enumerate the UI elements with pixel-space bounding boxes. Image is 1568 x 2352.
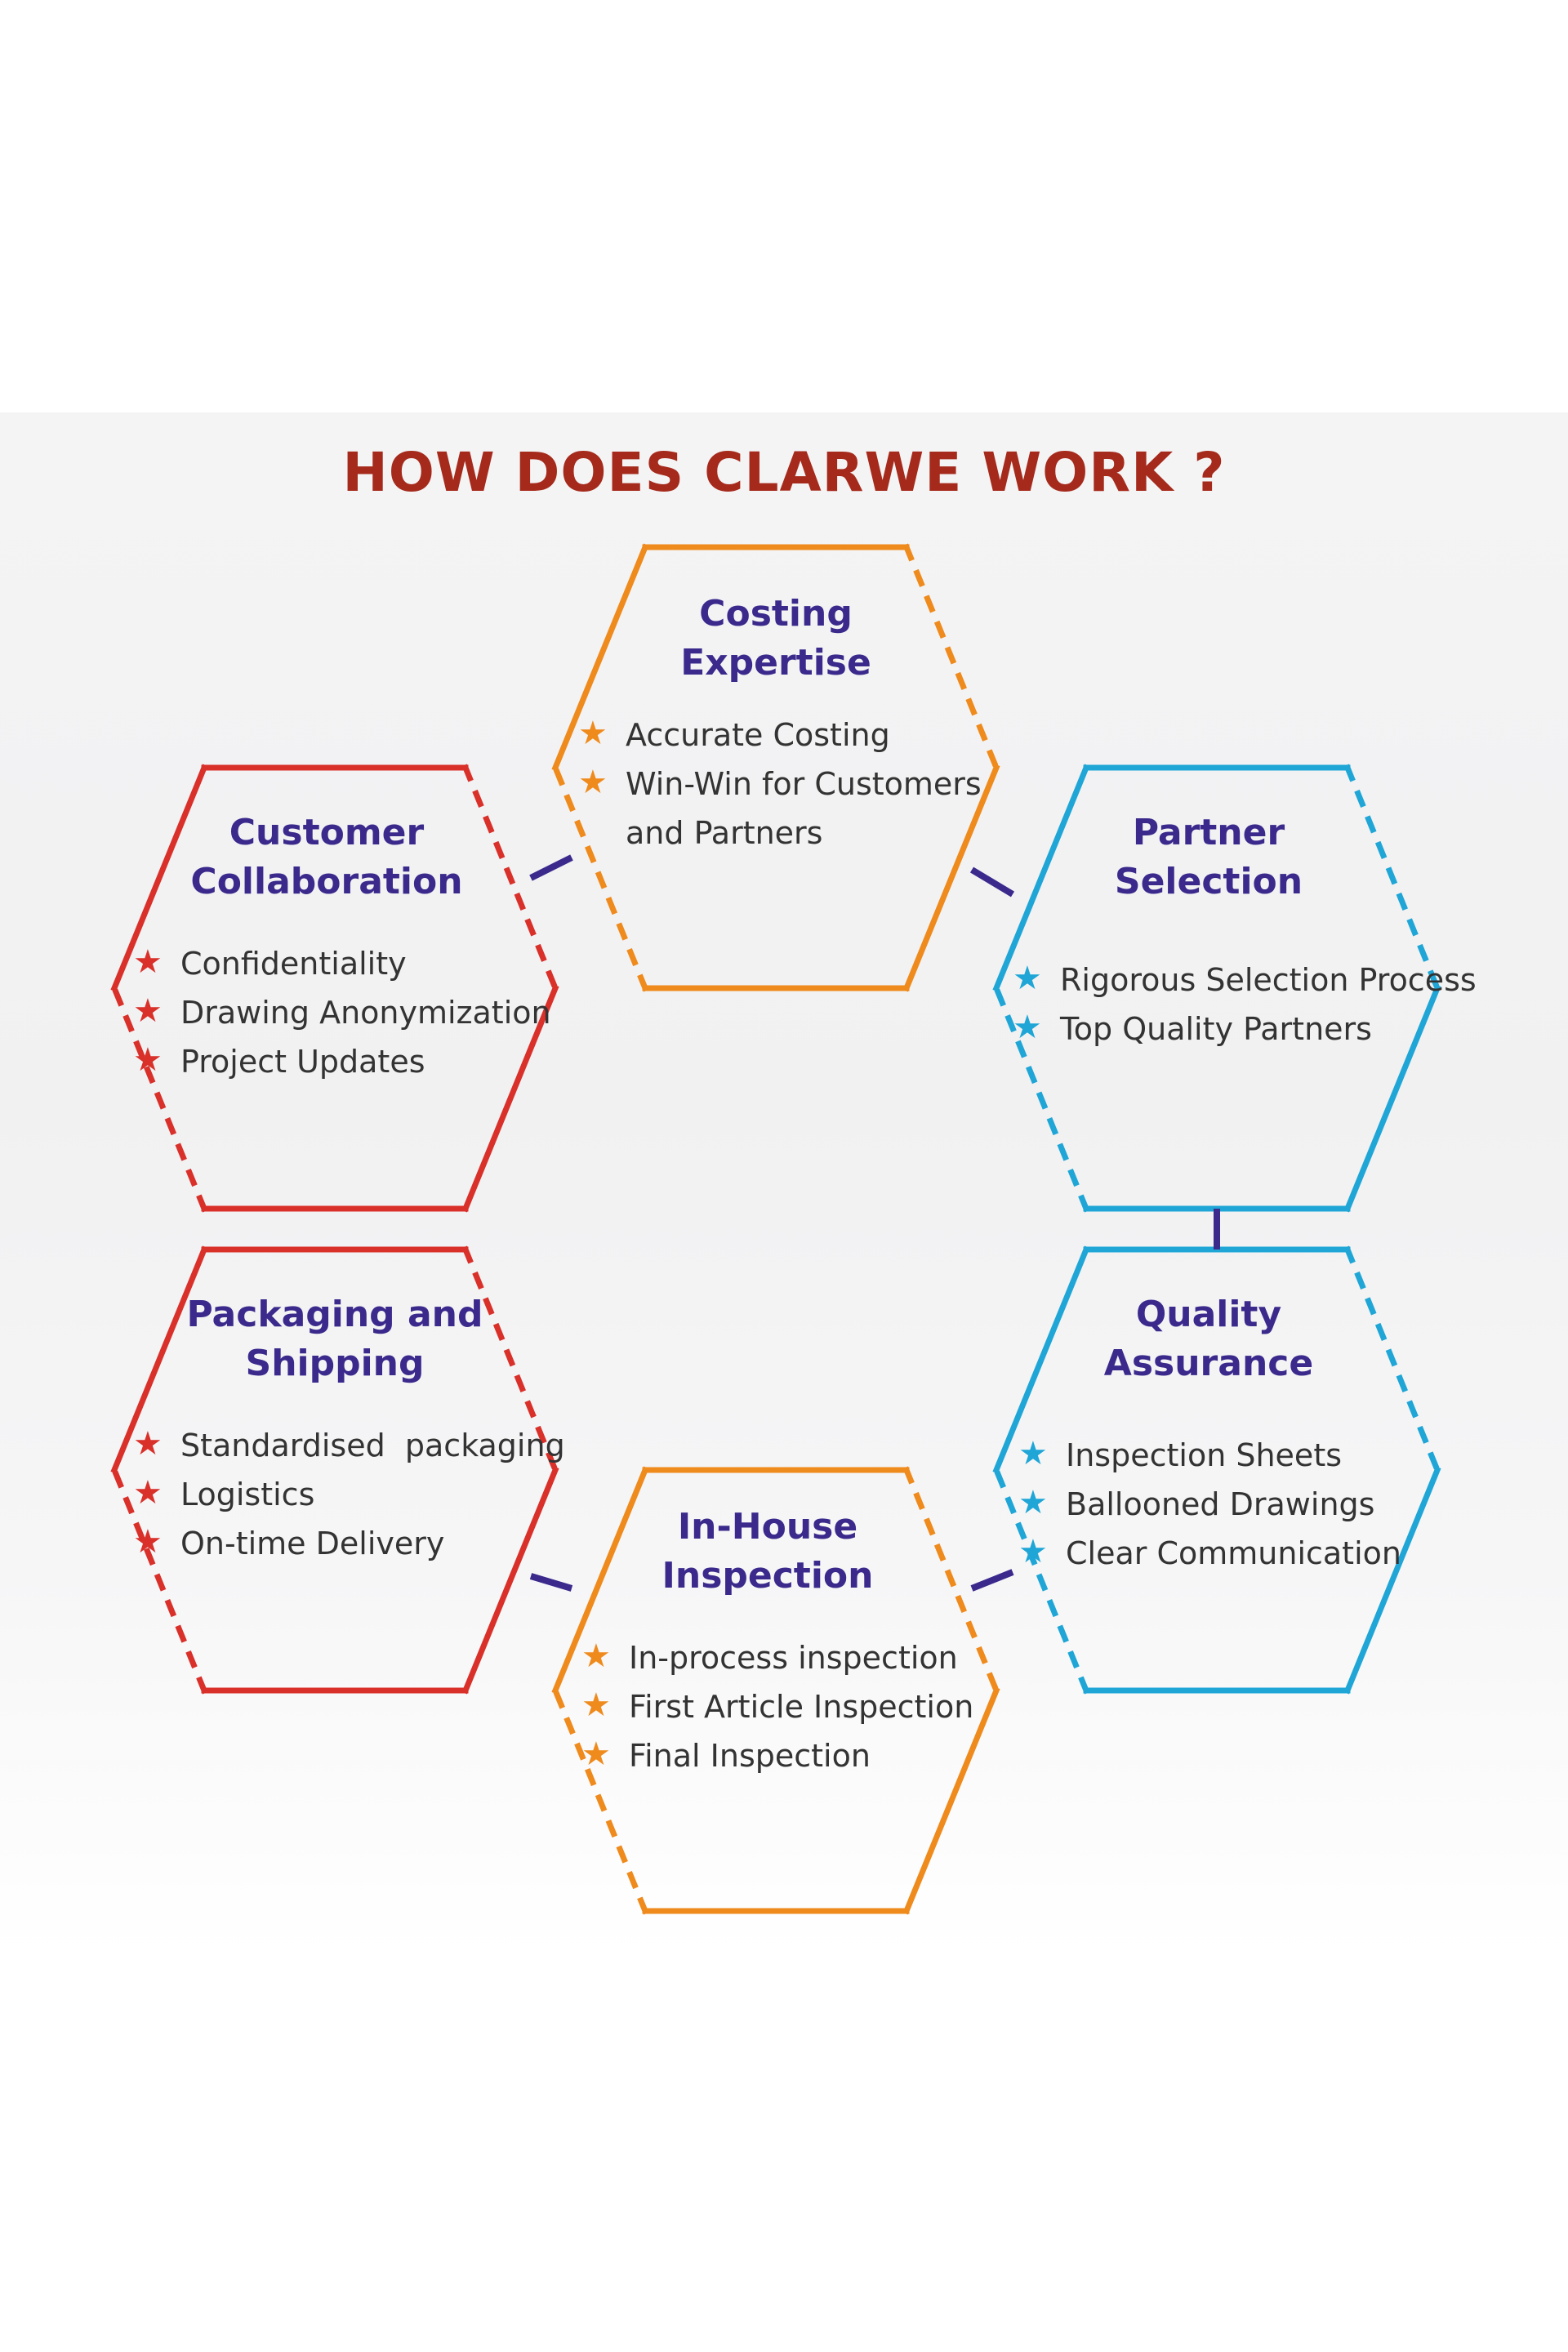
hex-edge-packaging-and-shipping	[110, 1245, 208, 1474]
card-title-packaging-and-shipping: Packaging and Shipping	[186, 1294, 483, 1384]
star-icon: ★	[1018, 1484, 1048, 1521]
hex-edge-partner-selection	[992, 984, 1090, 1213]
star-icon: ★	[133, 1523, 163, 1561]
list-item: ★Ballooned Drawings	[1018, 1480, 1401, 1529]
hex-edge-quality-assurance	[992, 1466, 1090, 1695]
list-item: ★Standardised packaging	[133, 1421, 565, 1470]
star-icon: ★	[133, 1425, 163, 1463]
hex-edge-partner-selection	[1343, 984, 1441, 1213]
hex-edge-costing-expertise	[902, 764, 1000, 992]
list-item: ★Top Quality Partners	[1013, 1004, 1477, 1054]
list-item: ★Inspection Sheets	[1018, 1431, 1401, 1480]
star-icon: ★	[581, 1686, 611, 1724]
star-icon: ★	[1018, 1533, 1048, 1570]
list-item: ★Confidentiality	[133, 939, 551, 988]
list-item: ★On-time Delivery	[133, 1519, 565, 1568]
hex-edge-costing-expertise	[902, 543, 1000, 772]
star-icon: ★	[578, 715, 608, 752]
star-icon: ★	[133, 992, 163, 1030]
hex-edge-in-house-inspection	[902, 1686, 1000, 1915]
hex-edge-quality-assurance	[992, 1245, 1090, 1474]
list-item: ★Logistics	[133, 1470, 565, 1519]
connector-line	[529, 854, 573, 881]
star-icon: ★	[1013, 960, 1042, 997]
hex-edge-quality-assurance	[1343, 1466, 1441, 1695]
card-title-costing-expertise: Costing Expertise	[680, 593, 871, 684]
hex-edge-in-house-inspection	[551, 1466, 649, 1695]
star-icon: ★	[133, 1474, 163, 1512]
background-photo	[0, 412, 1568, 1956]
card-title-partner-selection: Partner Selection	[1114, 812, 1303, 902]
hex-edge-customer-collaboration	[110, 984, 208, 1213]
connector-line	[969, 866, 1015, 898]
hex-edge-packaging-and-shipping	[110, 1466, 208, 1695]
card-title-customer-collaboration: Customer Collaboration	[190, 812, 463, 902]
star-icon: ★	[581, 1735, 611, 1773]
star-icon: ★	[1013, 1009, 1042, 1046]
connector-line	[970, 1569, 1014, 1592]
hex-edge-in-house-inspection	[551, 1686, 649, 1915]
list-item: ★In-process inspection	[581, 1633, 973, 1682]
card-title-quality-assurance: Quality Assurance	[1103, 1294, 1314, 1384]
hex-edge-quality-assurance	[1343, 1245, 1441, 1474]
list-item: ★Drawing Anonymization	[133, 988, 551, 1037]
hex-edge-costing-expertise	[551, 543, 649, 772]
list-item: ★Accurate Costing	[578, 710, 982, 760]
star-icon: ★	[133, 943, 163, 981]
card-list-partner-selection: ★Rigorous Selection Process ★Top Quality…	[1013, 956, 1477, 1054]
page-title: HOW DOES CLARWE WORK ?	[342, 441, 1226, 504]
list-item: ★Clear Communication	[1018, 1529, 1401, 1578]
connector-line	[529, 1573, 573, 1592]
list-item: and Partners	[626, 815, 823, 851]
hex-edge-customer-collaboration	[110, 764, 208, 992]
card-list-packaging-and-shipping: ★Standardised packaging ★Logistics ★On-t…	[133, 1421, 565, 1568]
hex-edge-in-house-inspection	[902, 1466, 1000, 1695]
list-item: ★Project Updates	[133, 1037, 551, 1086]
list-item: ★Rigorous Selection Process	[1013, 956, 1477, 1004]
card-list-quality-assurance: ★Inspection Sheets ★Ballooned Drawings ★…	[1018, 1431, 1401, 1578]
card-list-costing-expertise: ★Accurate Costing ★Win-Win for Customers…	[578, 710, 982, 858]
star-icon: ★	[578, 764, 608, 801]
hex-edge-customer-collaboration	[461, 984, 559, 1213]
hex-edge-partner-selection	[1343, 764, 1441, 992]
list-item: ★Final Inspection	[581, 1731, 973, 1780]
list-item: ★First Article Inspection	[581, 1682, 973, 1731]
star-icon: ★	[1018, 1435, 1048, 1472]
hex-edge-customer-collaboration	[461, 764, 559, 992]
list-item: ★Win-Win for Customers	[578, 760, 982, 808]
card-list-in-house-inspection: ★In-process inspection ★First Article In…	[581, 1633, 973, 1780]
star-icon: ★	[581, 1637, 611, 1675]
hex-edge-partner-selection	[992, 764, 1090, 992]
hex-edge-packaging-and-shipping	[461, 1466, 559, 1695]
card-title-in-house-inspection: In-House Inspection	[662, 1506, 874, 1597]
hex-edge-packaging-and-shipping	[461, 1245, 559, 1474]
star-icon: ★	[133, 1041, 163, 1079]
hex-edge-costing-expertise	[551, 764, 649, 992]
card-list-customer-collaboration: ★Confidentiality ★Drawing Anonymization …	[133, 939, 551, 1086]
